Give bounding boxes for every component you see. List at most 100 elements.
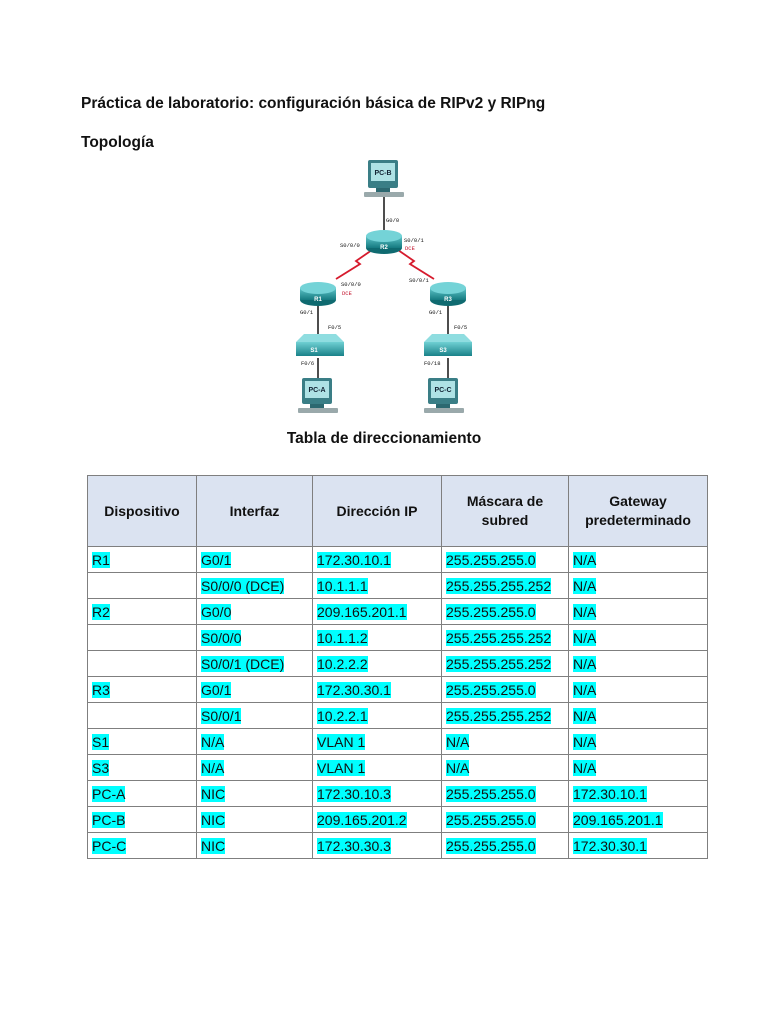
cell-default-gateway: N/A bbox=[568, 702, 708, 729]
cell-text: S1 bbox=[92, 733, 110, 750]
cell-text: N/A bbox=[573, 707, 597, 724]
cell-device: PC-A bbox=[87, 780, 197, 807]
router-r1-icon: R1 bbox=[300, 282, 336, 306]
router-r3-icon: R3 bbox=[430, 282, 466, 306]
cell-text: 172.30.10.1 bbox=[573, 785, 647, 802]
cell-text: G0/1 bbox=[201, 551, 232, 568]
cell-subnet-mask: 255.255.255.252 bbox=[441, 624, 569, 651]
pc-b-label: PC-B bbox=[374, 170, 391, 177]
cell-default-gateway: N/A bbox=[568, 598, 708, 625]
cell-subnet-mask: 255.255.255.252 bbox=[441, 650, 569, 677]
cell-interface: S0/0/1 (DCE) bbox=[196, 650, 313, 677]
header-interface: Interfaz bbox=[196, 475, 313, 547]
pc-c-label: PC-C bbox=[434, 387, 451, 394]
cell-ip-address: VLAN 1 bbox=[312, 754, 442, 781]
ethernet-links bbox=[317, 196, 449, 380]
cell-ip-address: 209.165.201.2 bbox=[312, 806, 442, 833]
addressing-table: Dispositivo Interfaz Dirección IP Máscar… bbox=[87, 475, 708, 859]
cell-text: 10.2.2.1 bbox=[317, 707, 368, 724]
cell-text: 172.30.30.1 bbox=[573, 837, 647, 854]
cell-text: 255.255.255.252 bbox=[446, 655, 552, 672]
cell-device bbox=[87, 702, 197, 729]
cell-default-gateway: N/A bbox=[568, 676, 708, 703]
header-device: Dispositivo bbox=[87, 475, 197, 547]
cell-interface: NIC bbox=[196, 832, 313, 859]
cell-device bbox=[87, 572, 197, 599]
r3-label: R3 bbox=[444, 297, 452, 303]
s3-label: S3 bbox=[439, 348, 447, 354]
cell-text: N/A bbox=[446, 759, 470, 776]
cell-text: N/A bbox=[446, 733, 470, 750]
cell-ip-address: 172.30.10.3 bbox=[312, 780, 442, 807]
cell-text: N/A bbox=[573, 629, 597, 646]
cell-device bbox=[87, 650, 197, 677]
cell-text: N/A bbox=[573, 551, 597, 568]
cell-text: R1 bbox=[92, 551, 110, 568]
r2-s0-0-0-label: S0/0/0 bbox=[340, 242, 360, 249]
cell-default-gateway: N/A bbox=[568, 650, 708, 677]
header-default-gateway: Gateway predeterminado bbox=[568, 475, 708, 547]
cell-interface: S0/0/0 bbox=[196, 624, 313, 651]
cell-text: 255.255.255.252 bbox=[446, 707, 552, 724]
s3-f0-18-label: F0/18 bbox=[424, 360, 441, 367]
switch-s3-icon: S3 bbox=[424, 334, 472, 356]
cell-default-gateway: N/A bbox=[568, 572, 708, 599]
cell-ip-address: 10.1.1.2 bbox=[312, 624, 442, 651]
network-topology-diagram: PC-B R2 R1 R3 S1 S3 PC-A bbox=[296, 160, 472, 413]
cell-text: 209.165.201.2 bbox=[317, 811, 407, 828]
cell-text: G0/1 bbox=[201, 681, 232, 698]
cell-text: VLAN 1 bbox=[317, 759, 366, 776]
r2-dce-label: DCE bbox=[405, 245, 416, 252]
r1-dce-label: DCE bbox=[342, 290, 353, 297]
topology-heading: Topología bbox=[81, 134, 154, 151]
r2-s0-0-1-label: S0/0/1 bbox=[404, 237, 425, 244]
table-header-row: Dispositivo Interfaz Dirección IP Máscar… bbox=[87, 475, 708, 547]
cell-default-gateway: N/A bbox=[568, 728, 708, 755]
s1-f0-5-label: F0/5 bbox=[328, 324, 341, 331]
cell-device: R3 bbox=[87, 676, 197, 703]
cell-interface: G0/1 bbox=[196, 676, 313, 703]
cell-text: N/A bbox=[573, 733, 597, 750]
table-row: S0/0/1 (DCE)10.2.2.2 255.255.255.252 N/A bbox=[87, 650, 708, 677]
r3-s0-0-1-label: S0/0/1 bbox=[409, 277, 430, 284]
r1-g0-1-label: G0/1 bbox=[300, 309, 314, 316]
header-ip-address: Dirección IP bbox=[312, 475, 442, 547]
cell-text: N/A bbox=[573, 655, 597, 672]
pc-a-icon: PC-A bbox=[298, 378, 338, 413]
r1-label: R1 bbox=[314, 297, 322, 303]
cell-text: S0/0/0 (DCE) bbox=[201, 577, 285, 594]
cell-text: N/A bbox=[573, 603, 597, 620]
cell-text: N/A bbox=[573, 759, 597, 776]
cell-subnet-mask: 255.255.255.0 bbox=[441, 598, 569, 625]
s1-f0-6-label: F0/6 bbox=[301, 360, 314, 367]
r3-g0-1-label: G0/1 bbox=[429, 309, 443, 316]
cell-text: 255.255.255.0 bbox=[446, 837, 536, 854]
cell-interface: G0/0 bbox=[196, 598, 313, 625]
cell-text: 255.255.255.0 bbox=[446, 551, 536, 568]
cell-text: 10.2.2.2 bbox=[317, 655, 368, 672]
cell-text: 10.1.1.2 bbox=[317, 629, 368, 646]
cell-text: PC-B bbox=[92, 811, 126, 828]
cell-text: PC-C bbox=[92, 837, 127, 854]
s3-f0-5-label: F0/5 bbox=[454, 324, 467, 331]
cell-device: PC-C bbox=[87, 832, 197, 859]
cell-ip-address: 209.165.201.1 bbox=[312, 598, 442, 625]
s1-label: S1 bbox=[310, 348, 318, 354]
cell-subnet-mask: 255.255.255.0 bbox=[441, 806, 569, 833]
cell-text: VLAN 1 bbox=[317, 733, 366, 750]
cell-text: 209.165.201.1 bbox=[317, 603, 407, 620]
cell-text: NIC bbox=[201, 785, 226, 802]
cell-text: 255.255.255.0 bbox=[446, 811, 536, 828]
cell-device: S3 bbox=[87, 754, 197, 781]
cell-text: PC-A bbox=[92, 785, 126, 802]
cell-text: 255.255.255.252 bbox=[446, 629, 552, 646]
cell-text: R2 bbox=[92, 603, 110, 620]
pc-c-icon: PC-C bbox=[424, 378, 464, 413]
router-r2-icon: R2 bbox=[366, 230, 402, 254]
cell-ip-address: 10.2.2.2 bbox=[312, 650, 442, 677]
